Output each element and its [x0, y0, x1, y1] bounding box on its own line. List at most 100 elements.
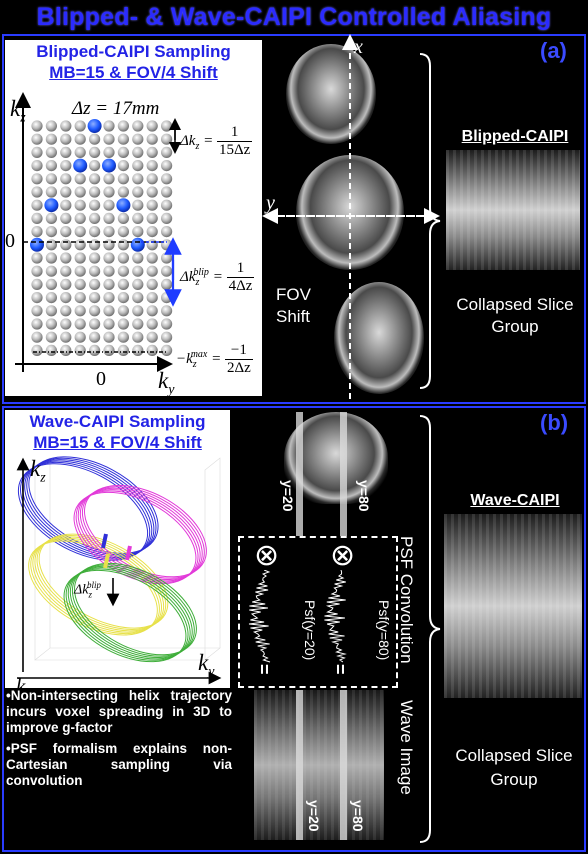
kspace-sample-dot: [132, 305, 144, 317]
kspace-sample-dot: [132, 186, 144, 198]
helix-loop-1: [34, 536, 165, 632]
kspace-sample-dot: [89, 173, 101, 185]
kspace-sample-dot: [45, 292, 58, 304]
kspace-sample-dot: [146, 344, 158, 356]
kspace-sample-dot: [103, 344, 115, 356]
kspace-sample-dot: [117, 252, 129, 264]
kspace-sample-dot: [45, 318, 58, 330]
kspace-sample-dot: [132, 173, 144, 185]
kspace-sample-dot: [117, 344, 129, 356]
psf-profiles: [248, 570, 347, 663]
kspace-sample-dot: [45, 212, 58, 224]
kspace-sample-dot: [161, 160, 173, 172]
convolve-symbol-80: ⊗: [330, 539, 356, 572]
kspace-sample-dot: [132, 212, 144, 224]
blipped-box-title: Blipped-CAIPI Sampling: [36, 42, 231, 61]
helix-loop-2: [75, 490, 199, 583]
kspace-sample-dot: [117, 331, 129, 343]
delta-z-label: Δz = 17mm: [72, 98, 160, 119]
kspace-sample-dot: [146, 278, 158, 290]
psf-convolution-label: PSF Convolution: [397, 536, 416, 664]
kspace-sample-dot: [74, 173, 86, 185]
psf-y20-label: Psf(y=20): [302, 600, 318, 661]
kspace-sample-dot: [161, 120, 173, 132]
zero-ky-label: 0: [96, 368, 106, 390]
wave-blip-label: Δkzblip: [74, 580, 101, 600]
kspace-sample-dot: [89, 292, 101, 304]
kspace-sample-dot: [132, 226, 144, 238]
kspace-sample-dot: [117, 226, 129, 238]
kspace-sample-dot: [45, 120, 58, 132]
helix-loop-0: [22, 460, 153, 558]
kspace-sample-dot: [117, 239, 129, 251]
kspace-sample-dot: [103, 120, 115, 132]
kspace-sample-dot: [117, 146, 129, 158]
kspace-sample-dot: [74, 252, 86, 264]
kspace-sample-dot: [103, 305, 115, 317]
kspace-sample-dot: [117, 133, 129, 145]
helix-loop-2: [81, 486, 205, 579]
wave-box-title: Wave-CAIPI Sampling: [29, 412, 206, 431]
kspace-sample-dot: [74, 265, 86, 277]
helix-loop-1: [36, 535, 167, 630]
kspace-sample-dot: [74, 292, 86, 304]
kspace-sample-dot: [103, 252, 115, 264]
kspace-sample-dot: [117, 120, 129, 132]
kspace-sample-dot: [132, 265, 144, 277]
acquired-sample-dot: [102, 158, 116, 173]
kspace-sample-dot: [132, 278, 144, 290]
kspace-sample-dot: [146, 173, 158, 185]
helix-loop-1: [32, 537, 163, 633]
acquired-sample-dot: [73, 158, 88, 173]
kspace-sample-dot: [117, 292, 129, 304]
kspace-sample-dot: [89, 239, 101, 251]
x-axis-label: x: [354, 36, 363, 58]
kspace-sample-dot: [103, 226, 115, 238]
blipped-kspace-diagram: [15, 92, 182, 372]
panel-b-label: (b): [540, 410, 569, 435]
y20-label-bottom: y=20: [306, 800, 322, 832]
psf-y80-label: Psf(y=80): [376, 600, 392, 661]
wave-ky-label: ky: [198, 650, 215, 680]
helix-loop-3: [71, 564, 195, 657]
helix-trajectories: [17, 456, 207, 663]
kspace-sample-dot: [89, 226, 101, 238]
kspace-sample-dot: [117, 265, 129, 277]
kspace-sample-dot: [103, 199, 115, 211]
kspace-sample-dot: [31, 146, 43, 158]
kspace-sample-dot: [132, 292, 144, 304]
kspace-sample-dot: [60, 186, 72, 198]
helix-loop-3: [69, 565, 193, 659]
kspace-sample-dot: [132, 199, 144, 211]
y80-label-top: y=80: [356, 480, 372, 512]
ky-axis-label: ky: [158, 368, 175, 398]
kspace-sample-dot: [161, 331, 173, 343]
kspace-sample-dot: [74, 212, 86, 224]
y-axis-label: y: [266, 192, 275, 214]
kspace-sample-dot: [161, 133, 173, 145]
kspace-sample-dot: [45, 226, 58, 238]
wave-kz-label: kz: [30, 456, 46, 486]
kspace-sample-dot: [161, 265, 173, 277]
kspace-sample-dot: [45, 173, 58, 185]
kspace-sample-dot: [161, 252, 173, 264]
helix-loop-0: [17, 463, 149, 561]
y80-label-bottom: y=80: [350, 800, 366, 832]
kspace-sample-dot: [31, 133, 43, 145]
kspace-sample-dot: [31, 305, 43, 317]
kspace-sample-dot: [45, 146, 58, 158]
wave-bullets: •Non-intersecting helix trajectory incur…: [6, 688, 232, 794]
blipped-collapsed-label: Collapsed Slice Group: [456, 295, 574, 336]
acquired-sample-dot: [116, 198, 131, 213]
kspace-sample-dot: [161, 212, 173, 224]
kspace-sample-dot: [146, 186, 158, 198]
kspace-sample-dot: [31, 252, 43, 264]
helix-loop-0: [24, 459, 155, 557]
kspace-sample-dot: [103, 133, 115, 145]
kspace-sample-dot: [45, 265, 58, 277]
acquired-sample-dot: [87, 119, 102, 133]
kspace-sample-dot: [31, 344, 43, 356]
wave-helix-diagram: [16, 456, 222, 685]
wave-kx-label: kx: [16, 674, 32, 702]
panel-b: [2, 406, 586, 852]
